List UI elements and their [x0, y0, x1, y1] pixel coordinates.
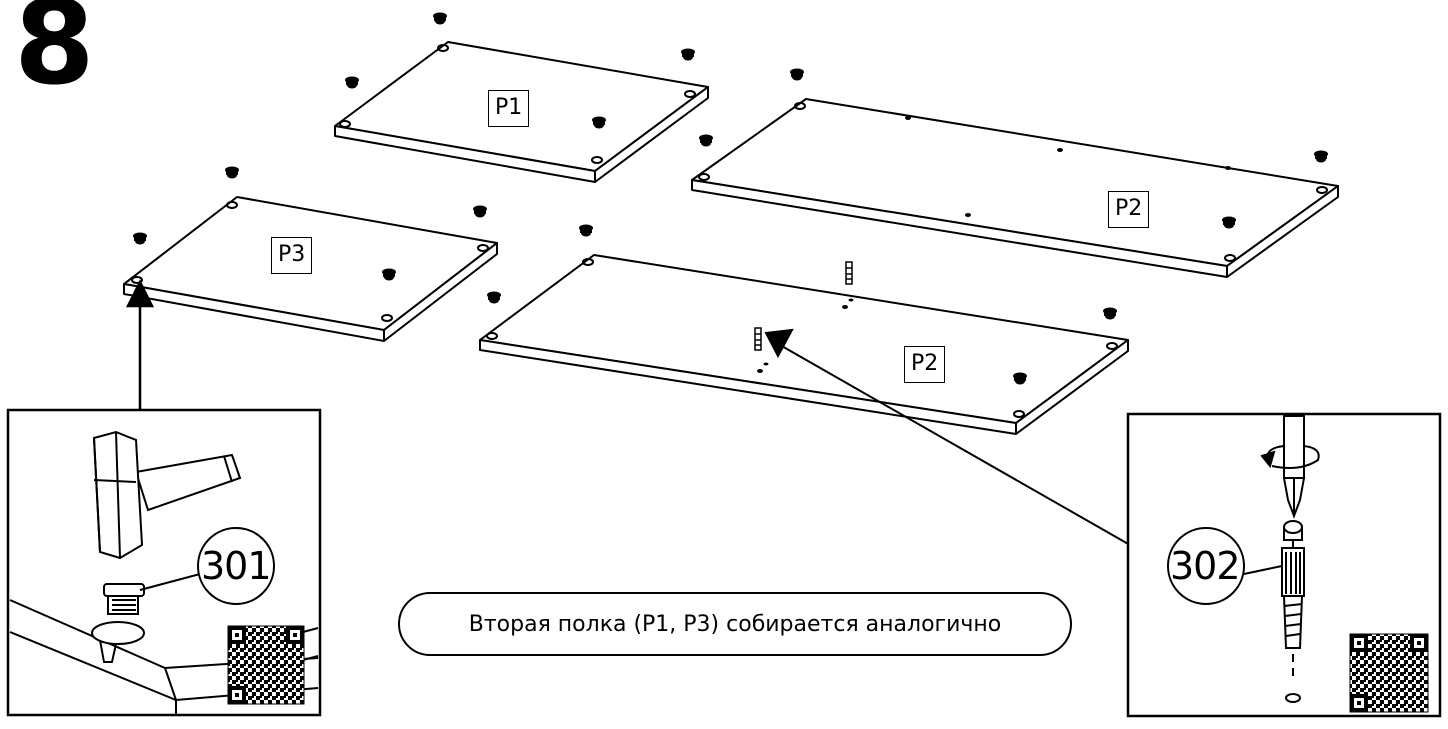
small-cam-bolts — [754, 261, 853, 351]
p2-top-holes — [905, 116, 1231, 217]
step-number: 8 — [14, 0, 95, 111]
assembly-note-text: Вторая полка (P1, P3) собирается аналоги… — [468, 611, 1002, 637]
arrow-to-p2 — [764, 328, 1131, 546]
label-p3: P3 — [271, 237, 313, 274]
qr-finders-right — [1350, 634, 1428, 712]
panel-p2-top — [691, 98, 1339, 278]
p2-bottom-holes — [757, 298, 854, 373]
label-p1: P1 — [488, 90, 530, 127]
label-p2-bottom: P2 — [904, 346, 946, 383]
arrow-to-p3 — [125, 279, 155, 410]
part-302-number: 302 — [1170, 544, 1241, 588]
part-301-number: 301 — [201, 544, 272, 588]
qr-finders-left — [228, 626, 304, 704]
assembly-note: Вторая полка (P1, P3) собирается аналоги… — [398, 592, 1072, 656]
panel-p2-bottom — [479, 254, 1129, 435]
label-p2-top: P2 — [1108, 191, 1150, 228]
